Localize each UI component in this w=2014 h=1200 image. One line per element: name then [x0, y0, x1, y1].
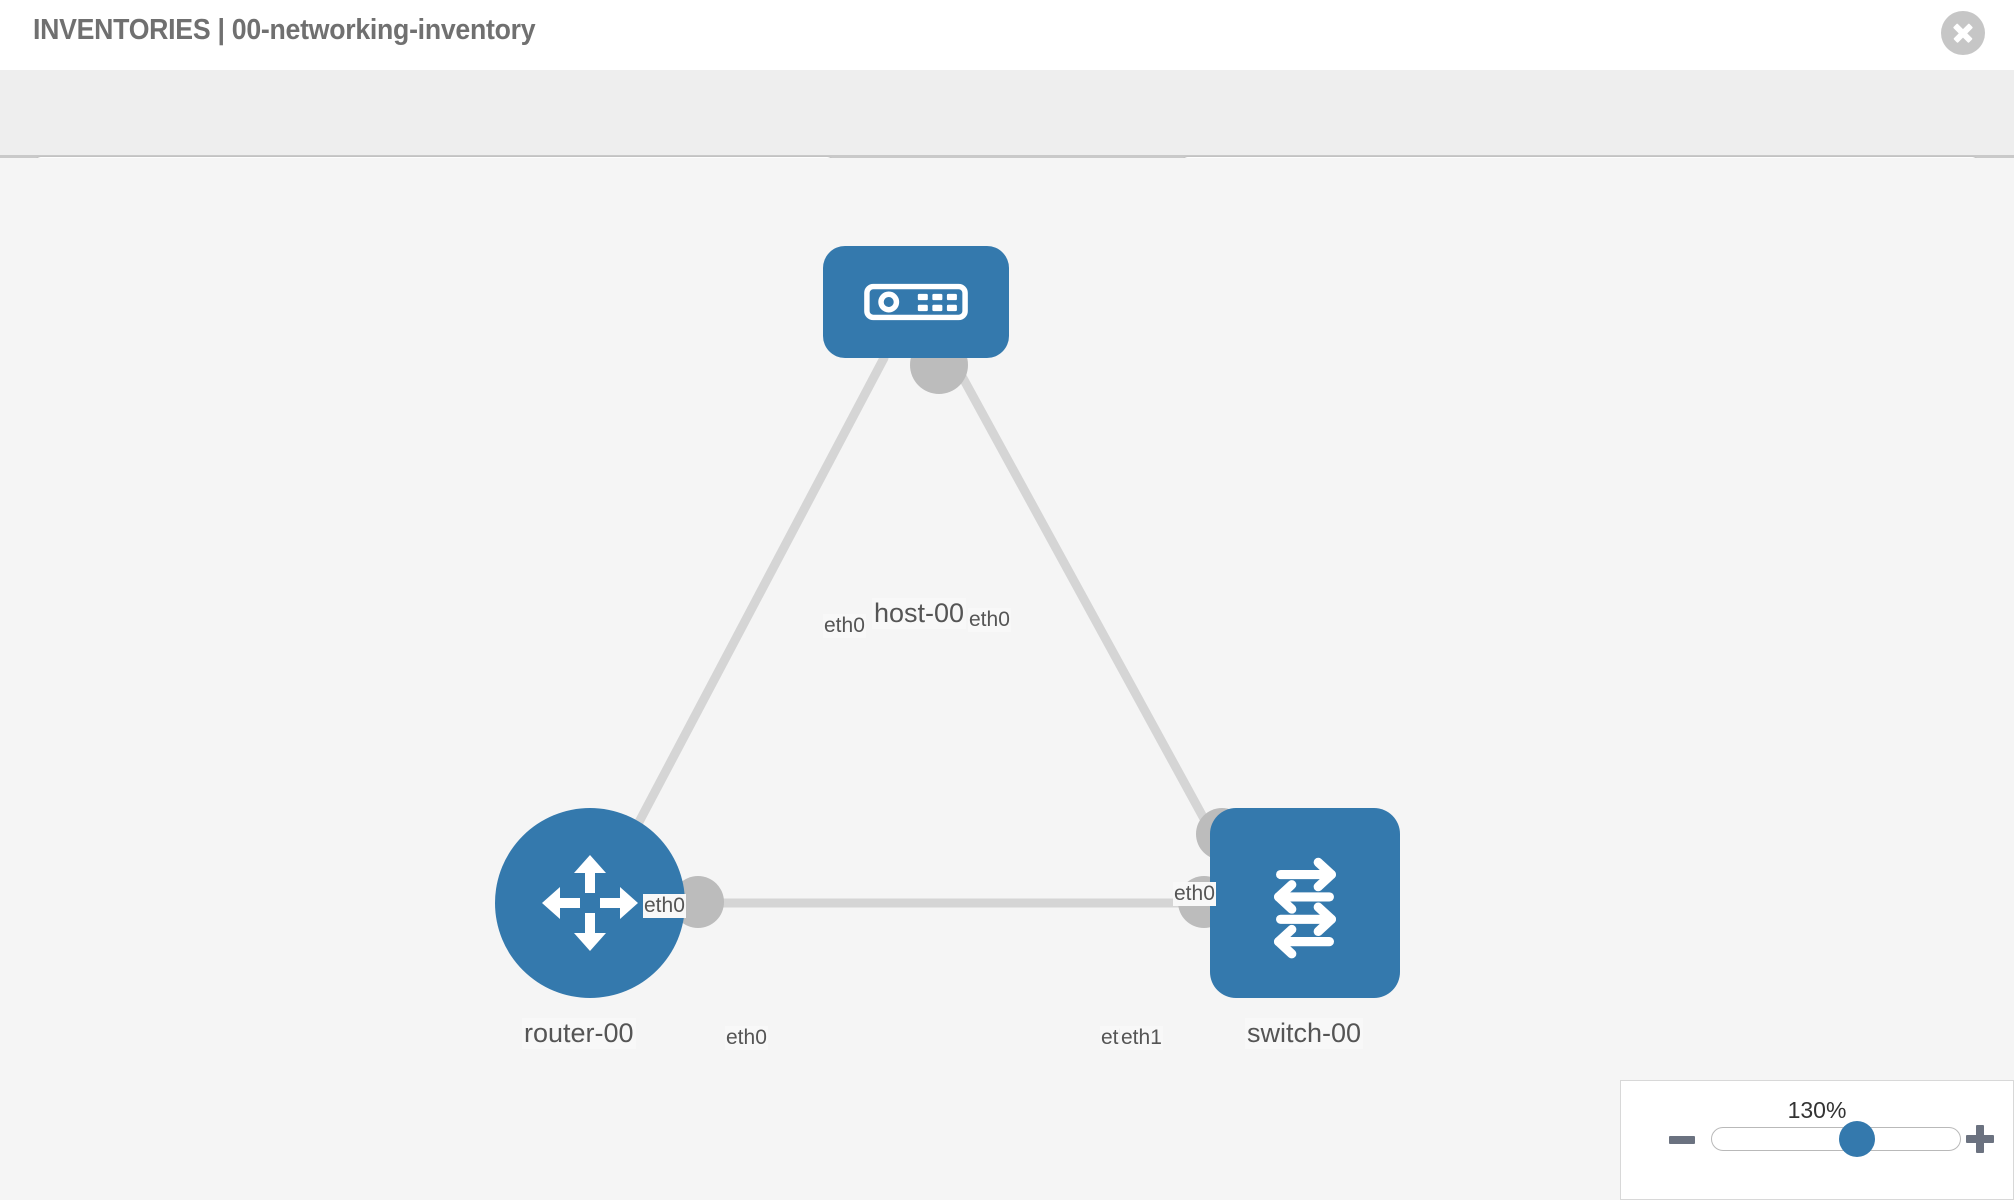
node-switch-00-label: switch-00: [1245, 1018, 1364, 1049]
router-icon: [542, 855, 638, 951]
switch-icon: [1273, 857, 1337, 959]
link-host-switch: [947, 353, 1225, 853]
zoom-out-button[interactable]: [1669, 1136, 1695, 1144]
zoom-in-button[interactable]: [1966, 1125, 1994, 1153]
topology-links: [615, 353, 1225, 908]
iface-label-switch-left: eth1: [1120, 1026, 1163, 1050]
iface-label-switch-up: eth0: [1173, 882, 1216, 906]
node-router-00[interactable]: [495, 808, 685, 998]
zoom-control-panel: 130%: [1620, 1080, 2014, 1200]
zoom-in-icon-v: [1976, 1125, 1984, 1153]
node-host-00-label: host-00: [872, 598, 967, 629]
node-host-00-shape[interactable]: [823, 246, 1009, 358]
link-router-host: [615, 353, 889, 863]
server-icon: [864, 283, 968, 321]
iface-label-host-right: eth0: [968, 608, 1011, 632]
iface-label-router-up: eth0: [643, 894, 686, 918]
iface-label-router-right: eth0: [725, 1026, 768, 1050]
topology-canvas[interactable]: host-00 eth0 eth0: [0, 158, 2014, 1200]
node-router-00-shape[interactable]: [495, 808, 685, 998]
toolbar: ACTIONS SEARCH: [0, 70, 2014, 210]
node-router-00-label: router-00: [522, 1018, 636, 1049]
node-switch-00[interactable]: [1210, 808, 1400, 998]
iface-label-host-left: eth0: [823, 614, 866, 638]
topology-graph: host-00 eth0 eth0: [0, 158, 2014, 1200]
page-title: INVENTORIES | 00-networking-inventory: [33, 14, 536, 46]
zoom-slider-track[interactable]: [1711, 1121, 1961, 1157]
close-icon[interactable]: [1941, 11, 1985, 55]
page-header: INVENTORIES | 00-networking-inventory: [0, 0, 2014, 70]
node-host-00[interactable]: [823, 246, 1009, 358]
zoom-slider-thumb[interactable]: [1839, 1121, 1875, 1157]
zoom-level-value: 130%: [1787, 1097, 1847, 1123]
node-switch-00-shape[interactable]: [1210, 808, 1400, 998]
